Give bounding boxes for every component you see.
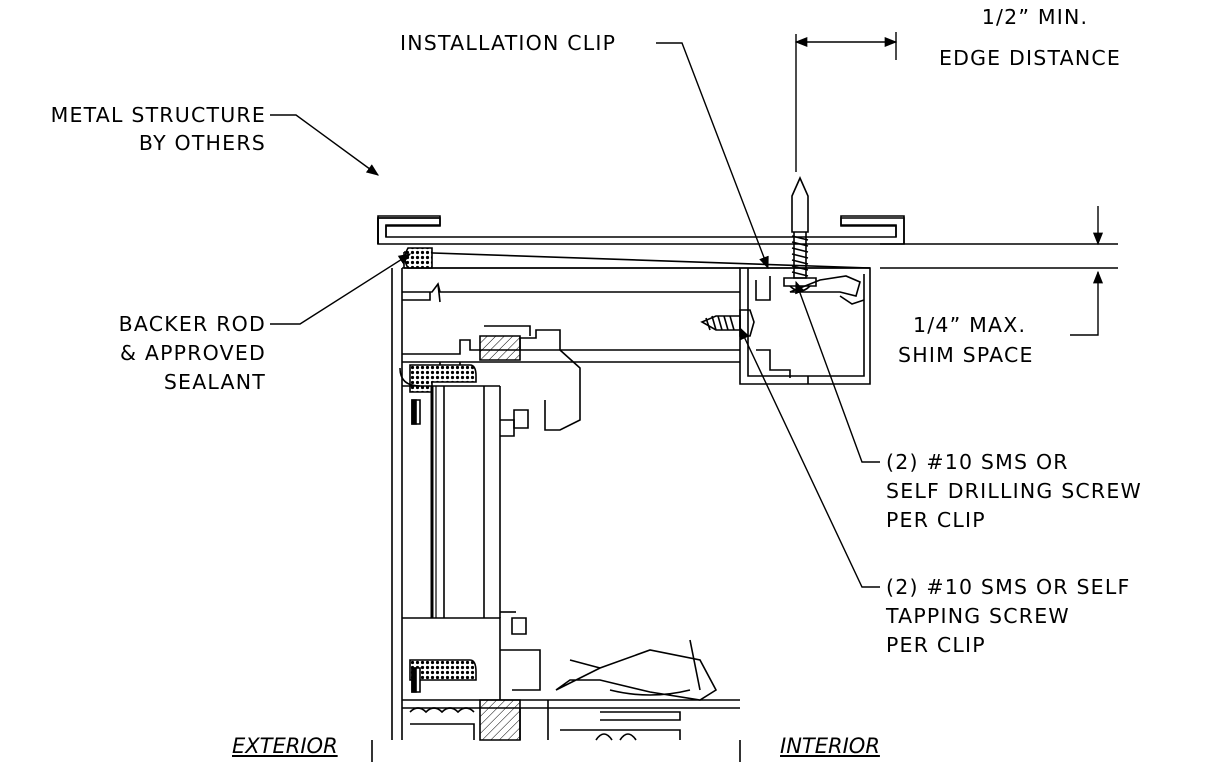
backer-rod-label-line3: SEALANT — [163, 370, 266, 394]
shim-space — [404, 252, 870, 268]
backer-rod-label-line1: BACKER ROD — [118, 312, 266, 336]
tapping-screw-label-line3: PER CLIP — [886, 633, 986, 657]
section-break — [372, 740, 740, 762]
tapping-screw-label-line1: (2) #10 SMS OR SELF — [886, 575, 1131, 599]
glazing-unit — [400, 365, 500, 618]
shim-space-label-line1: 1/4” MAX. — [913, 313, 1027, 337]
self-tapping-screw — [702, 310, 754, 336]
metal-structure-label-line2: BY OTHERS — [138, 131, 266, 155]
installation-clip-label: INSTALLATION CLIP — [400, 31, 617, 55]
shim-space-label-line2: SHIM SPACE — [898, 343, 1034, 367]
glazing-gasket-top — [480, 326, 530, 436]
drilling-screw-label-line2: SELF DRILLING SCREW — [886, 479, 1142, 503]
sill-frame — [402, 612, 740, 740]
drilling-screw-label-line3: PER CLIP — [886, 508, 986, 532]
interior-label: INTERIOR — [780, 734, 880, 758]
metal-structure-label-line1: METAL STRUCTURE — [50, 103, 266, 127]
exterior-label: EXTERIOR — [232, 734, 338, 758]
self-drilling-screw — [784, 178, 816, 291]
backer-rod-label-line2: & APPROVED — [119, 341, 266, 365]
backer-rod — [405, 248, 432, 268]
metal-structure — [378, 216, 904, 244]
leaders — [270, 43, 1118, 587]
edge-distance-label-line1: 1/2” MIN. — [981, 5, 1089, 29]
tapping-screw-label-line2: TAPPING SCREW — [886, 604, 1070, 628]
head-frame — [392, 268, 740, 740]
drilling-screw-label-line1: (2) #10 SMS OR — [886, 450, 1069, 474]
edge-distance-dimension — [794, 32, 898, 172]
edge-distance-label-line2: EDGE DISTANCE — [938, 46, 1122, 70]
